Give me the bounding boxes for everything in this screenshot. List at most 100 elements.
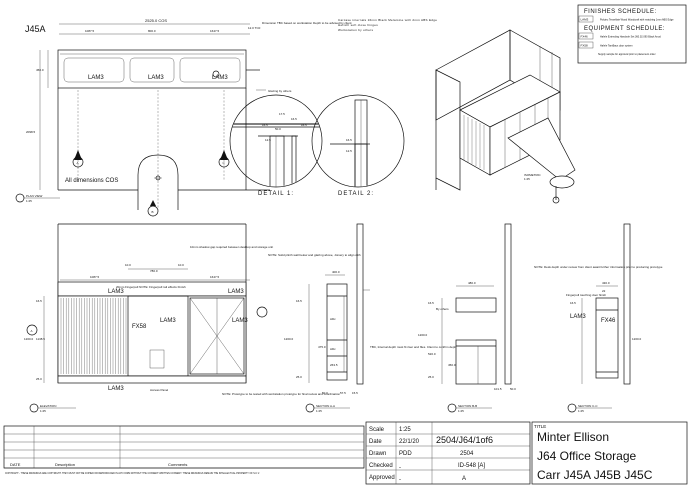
- sec-b-dim-16: 16.5: [428, 301, 434, 305]
- equipment-code-1: FX58: [581, 44, 589, 48]
- drawn-label: Drawn: [369, 451, 386, 457]
- plan-lam3-b: LAM3: [148, 75, 164, 81]
- finishes-title: FINISHES SCHEDULE:: [584, 9, 657, 15]
- elev-dim-1087: 1087.5: [90, 275, 100, 279]
- plan-view-label: PLAN VIEW: [26, 194, 43, 198]
- scale-value: 1:25: [399, 427, 411, 433]
- sec-b-dim-450: 450.0: [448, 363, 456, 367]
- fingerpull-detail-note: Fingerpull touching door finish: [566, 293, 606, 297]
- dim-2525: 2525.0 COS: [145, 18, 167, 23]
- sec-a-dim-50: 50.0: [322, 391, 328, 395]
- plan-lam3-c: LAM3: [212, 75, 228, 81]
- dim-12: 12.0 TC0: [248, 26, 261, 30]
- isometric-label: ISOMETRIC: [524, 173, 542, 177]
- finish-desc-0: Polytec Tessellate Wood Woodcraft with m…: [600, 19, 674, 22]
- sec-b-dim-25: 25.0: [428, 375, 434, 379]
- isometric-scale: 1:25: [524, 177, 530, 181]
- section-b-b: 480.0 By others 16.5 1200.0 520.0 450.0 …: [418, 223, 516, 413]
- elevation-scale: 1:25: [40, 409, 46, 413]
- drawn-value: PDD: [399, 451, 412, 457]
- date-label: Date: [369, 439, 382, 445]
- sec-a-dim-16: 16.5: [296, 299, 302, 303]
- rev-header-comments: Comments: [168, 462, 187, 467]
- sec-a-adc-2: ADc: [330, 347, 336, 351]
- title-block: DATE Description Comments COPYRIGHT - TH…: [3, 421, 688, 485]
- spec-notes: Carcase internals 16mm Black Melamine wi…: [338, 18, 437, 32]
- desk-depth-note: NOTE: Desk depth under review from clien…: [534, 265, 663, 269]
- section-cc-label: SECTION C-C: [578, 404, 598, 408]
- equipment-desc-0: Hafele Extending Handrole Set 360.02.090…: [600, 36, 661, 39]
- dim-16c: 16.5: [301, 123, 307, 127]
- elev-marker-a: A: [31, 329, 33, 333]
- fingerpull-note: 20mm Fingerpull NOTE: Fingerpull rail ef…: [116, 285, 186, 289]
- detail-1-label: DETAIL 1:: [258, 191, 294, 197]
- internal-depth-note: TBC, Internal depth must fit riser and f…: [370, 345, 496, 349]
- section-c-c: NOTE: Desk depth under review from clien…: [534, 223, 663, 413]
- elev-dim-16: 16.5: [36, 299, 42, 303]
- section-bb-scale: 1:25: [458, 409, 464, 413]
- plan-lam3-a: LAM3: [88, 75, 104, 81]
- sheet-ref: J45A: [25, 24, 46, 34]
- elev-dim-1138: 1138.5: [36, 337, 45, 341]
- prototype-note: NOTE: Prototype to be tested with workst…: [222, 392, 340, 396]
- rev-header-date: DATE: [10, 462, 21, 467]
- sec-b-dim-50: 50.0: [510, 387, 516, 391]
- elev-dim-10b: 10.0: [178, 263, 184, 267]
- sec-c-dim-16: 16.5: [570, 301, 576, 305]
- equipment-desc-1: Hafele TamBaus door system: [600, 45, 633, 48]
- sec-a-dim-400: 400.0: [332, 270, 340, 274]
- elev-dim-1200: 1200.0: [24, 337, 34, 341]
- dim-50: 50.0: [275, 127, 281, 131]
- supply-note: Supply sample for approval prior to plac…: [598, 53, 656, 56]
- sec-c-dim-22: 22: [602, 289, 606, 293]
- elev-lam3-right: LAM3: [232, 318, 248, 324]
- elev-dim-780: 780.0: [150, 269, 158, 273]
- dim-tbc-note: Dimension TBC based on workstation Depth…: [262, 21, 352, 25]
- dim-17: 17.5: [279, 112, 285, 116]
- hettich-spec: Hettich soft close hinges: [338, 23, 378, 27]
- job-number: 2504: [460, 451, 474, 457]
- marker-a: A: [77, 161, 79, 165]
- shadow-gap-note: 10mm shadow gap required between desktop…: [190, 245, 273, 249]
- title-label: TITLE: [534, 424, 546, 429]
- sec-c-lam3: LAM3: [570, 314, 586, 320]
- sec-b-by-others: By others: [436, 307, 449, 311]
- marker-c: C: [223, 161, 226, 165]
- plinth-note: NOTE: Solid plinth wall below and glazin…: [268, 253, 361, 257]
- checked-value: -: [399, 465, 401, 471]
- elev-dim-10: 10.0: [125, 263, 131, 267]
- dim-800: 800.0: [148, 29, 156, 33]
- cabinet-spec: Carcase internals 16mm Black Melamine wi…: [338, 18, 437, 22]
- dim-16a: 16.5: [291, 117, 297, 121]
- revision: A: [462, 476, 466, 482]
- rev-header-description: Description: [55, 462, 75, 467]
- dim-1647: 1647.5: [210, 29, 220, 33]
- elevation-label: ELEVATION: [40, 404, 56, 408]
- sec-b-dim-1015: 101.5: [494, 387, 502, 391]
- drawing-subject: Carr J45A J45B J45C: [537, 468, 653, 482]
- detail-2: 16.5 12.5 DETAIL 2:: [311, 94, 405, 197]
- elevation-view: 1087.5 1647.5 10.0 780.0 10.0 10mm shado…: [24, 223, 361, 413]
- sec-c-dim-430: 430.0: [602, 281, 610, 285]
- dim-2098: 2098.5: [26, 130, 36, 134]
- finishes-schedule: FINISHES SCHEDULE: LAM3 Polytec Tessella…: [577, 4, 687, 64]
- elev-dim-25: 25.0: [36, 377, 42, 381]
- approved-label: Approved: [369, 475, 395, 481]
- detail-1: 17.5 16.5 16.5 16.5 50.0 12.5 DETAIL 1:: [229, 94, 323, 197]
- approved-value: -: [399, 477, 401, 483]
- plan-view-scale: 1:25: [26, 199, 32, 203]
- sec-b-dim-480: 480.0: [468, 281, 476, 285]
- detail-2-label: DETAIL 2:: [338, 191, 374, 197]
- elev-lam3-top-a: LAM3: [108, 289, 124, 295]
- sec-a-dim-475: 475.0: [318, 345, 326, 349]
- sec-a-dim-263: 263.5: [330, 363, 338, 367]
- date-value: 22/1/20: [399, 439, 420, 445]
- elev-lam3-top-b: LAM3: [228, 289, 244, 295]
- finish-code-0: LAM3: [581, 18, 589, 22]
- elev-lam3-base: LAM3: [108, 386, 124, 392]
- checked-label: Checked: [369, 463, 393, 469]
- glazing-note: Glazing by others: [268, 89, 292, 93]
- sec-a-dim-575: 57.5: [340, 391, 346, 395]
- sec-a-dim-25: 25.0: [296, 375, 302, 379]
- sec-a-dim-1200: 1200.0: [284, 337, 294, 341]
